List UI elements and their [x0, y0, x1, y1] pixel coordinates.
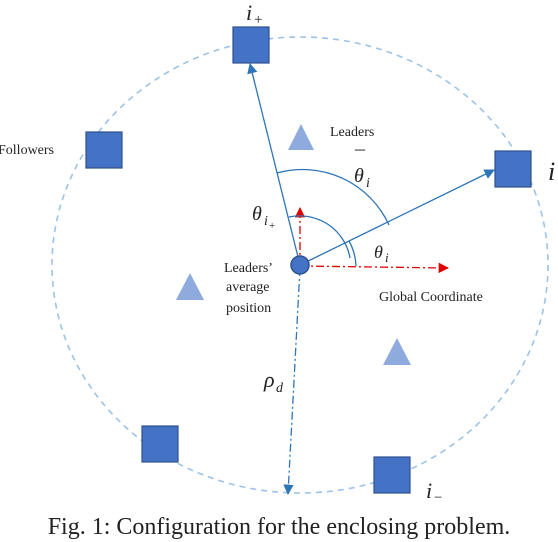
rho-d-subscript: d [276, 381, 284, 396]
theta-bar-i-bar: ¯ [354, 148, 366, 170]
i-label: i [548, 157, 555, 186]
i-plus-subscript: + [254, 12, 262, 28]
rho-d-symbol: ρ [263, 367, 275, 392]
leaders-average-dot [290, 255, 310, 275]
i-minus-subscript: − [434, 490, 442, 506]
theta-i-plus-subsubscript: + [269, 220, 275, 232]
enclosing-circle [51, 36, 549, 494]
follower-square-bottom-left [141, 425, 179, 463]
figure-caption: Fig. 1: Configuration for the enclosing … [47, 514, 511, 540]
leaders-label: Leaders [330, 125, 374, 140]
vector-to-i-plus [247, 62, 301, 266]
i-plus-symbol: i [246, 0, 252, 25]
followers-label: Followers [0, 143, 54, 158]
arc-theta-bar-i [276, 168, 390, 226]
global-x-axis [299, 262, 450, 274]
i-minus-symbol: i [426, 478, 432, 503]
theta-i-symbol: θ [374, 242, 383, 262]
rho-radius-line [283, 267, 301, 496]
follower-square-left [85, 131, 123, 169]
leaders-average-label-1: Leaders’ [224, 261, 273, 276]
leaders-average-label-2: average [226, 280, 270, 295]
theta-i-subscript: i [385, 250, 389, 265]
leader-triangle-top [288, 124, 314, 150]
leader-triangle-left [176, 273, 204, 300]
theta-bar-i-symbol: θ [354, 165, 364, 187]
theta-i-plus-symbol: θ [252, 203, 262, 225]
follower-square-i-minus [373, 456, 411, 494]
follower-square-i [494, 150, 532, 188]
leader-triangle-right [383, 338, 411, 365]
follower-square-i-plus [232, 26, 270, 64]
vector-to-i [299, 169, 495, 266]
theta-i-plus-subscript: i [264, 214, 268, 229]
arc-theta-i-plus [288, 215, 351, 259]
arc-theta-i [348, 240, 357, 267]
leaders-average-label-3: position [226, 301, 271, 316]
theta-bar-i-subscript: i [366, 176, 370, 191]
global-coordinate-label: Global Coordinate [379, 290, 483, 305]
enclosing-diagram: Followers Leaders Leaders’ average posit… [0, 0, 555, 506]
